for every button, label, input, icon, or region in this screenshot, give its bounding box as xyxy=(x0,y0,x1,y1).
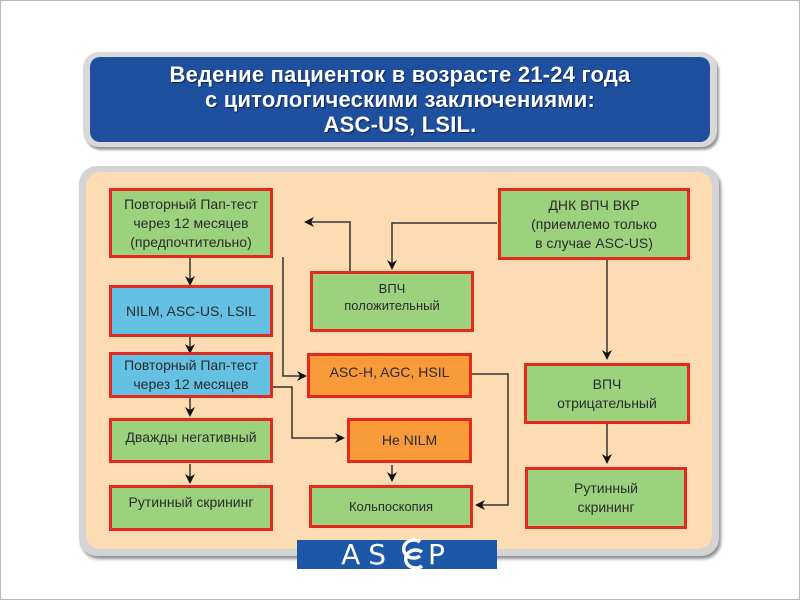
box-text: через 12 месяцев xyxy=(133,214,249,231)
logo-cc-emblem-icon xyxy=(394,538,428,570)
logo-text-left: AS xyxy=(341,538,395,571)
box-hpv-dna: ДНК ВПЧ ВКР (приемлемо только в случае A… xyxy=(498,188,690,260)
box-text: (приемлемо только xyxy=(531,215,657,232)
box-text: Повторный Пап-тест xyxy=(124,195,258,212)
box-twice-negative: Дважды негативный xyxy=(109,418,273,463)
logo-text-right: P xyxy=(428,538,453,571)
box-text: ВПЧ xyxy=(378,281,406,296)
box-hpv-negative: ВПЧ отрицательный xyxy=(524,363,690,424)
box-routine-screening-right: Рутинный скрининг xyxy=(525,467,687,529)
box-text: отрицательный xyxy=(557,394,657,411)
box-hpv-positive: ВПЧ положительный xyxy=(310,271,474,332)
box-text: Дважды негативный xyxy=(125,429,257,445)
box-colposcopy: Кольпоскопия xyxy=(309,485,473,528)
box-text: Кольпоскопия xyxy=(348,499,434,514)
box-text: Рутинный скрининг xyxy=(128,494,254,510)
box-nilm-ascus-lsil: NILM, ASC-US, LSIL xyxy=(109,285,273,337)
ascp-logo: AS P xyxy=(297,538,497,571)
slide-title: Ведение пациенток в возрасте 21-24 года … xyxy=(90,57,710,142)
box-text: через 12 месяцев xyxy=(133,376,249,392)
box-text: скрининг xyxy=(577,499,635,515)
box-text: ВПЧ xyxy=(592,375,622,392)
box-repeat-pap: Повторный Пап-тест через 12 месяцев xyxy=(109,352,273,398)
title-line-2: с цитологическими заключениями: xyxy=(204,87,596,112)
box-text: (предпочтительно) xyxy=(130,233,252,250)
box-text: ДНК ВПЧ ВКР xyxy=(548,196,640,213)
box-text: Рутинный xyxy=(574,480,638,496)
box-routine-screening-left: Рутинный скрининг xyxy=(109,485,273,531)
box-text: в случае ASC-US) xyxy=(535,234,653,251)
title-line-1: Ведение пациенток в возрасте 21-24 года xyxy=(169,62,631,87)
box-repeat-pap-preferred: Повторный Пап-тест через 12 месяцев (пре… xyxy=(109,188,273,258)
box-text: ASC-H, AGC, HSIL xyxy=(329,364,450,380)
box-text: Не NILM xyxy=(381,432,438,448)
title-line-3: ASC-US, LSIL. xyxy=(323,112,477,137)
box-not-nilm: Не NILM xyxy=(347,418,472,463)
box-text: Повторный Пап-тест xyxy=(124,357,258,373)
box-text: NILM, ASC-US, LSIL xyxy=(126,302,256,319)
box-text: положительный xyxy=(344,298,440,313)
box-asch-agc-hsil: ASC-H, AGC, HSIL xyxy=(307,353,472,398)
